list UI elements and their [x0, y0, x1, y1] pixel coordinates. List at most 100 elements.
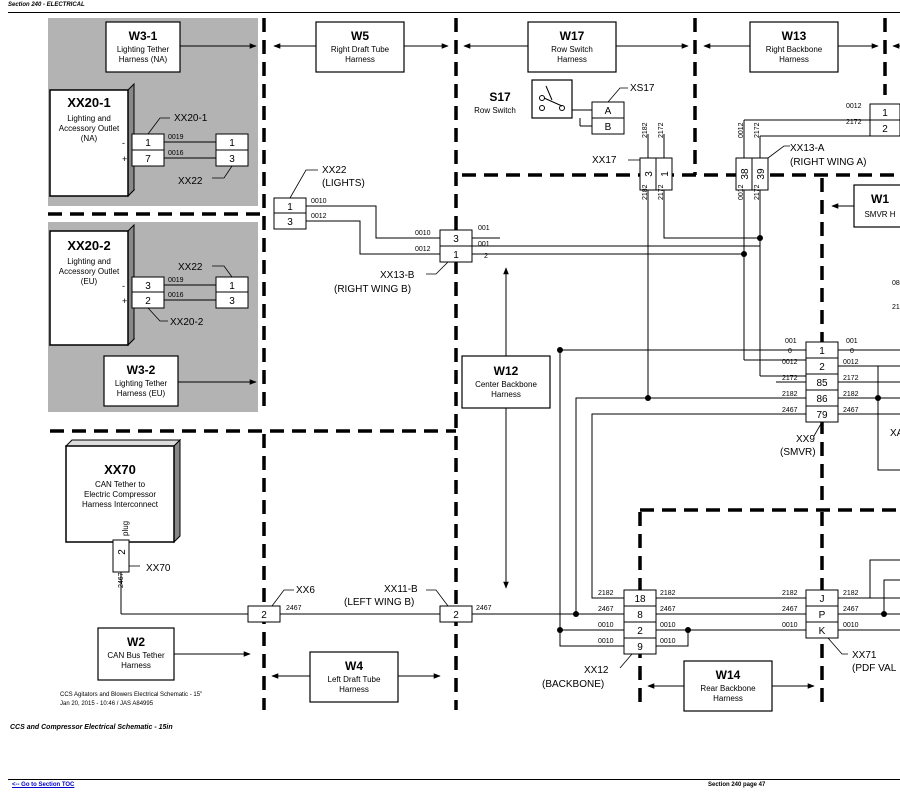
page-number: Section 240 page 47	[708, 782, 766, 788]
pin-label: 86	[816, 394, 828, 405]
w5-line1: Right Draft Tube	[331, 45, 390, 54]
wire-label: 0012	[738, 184, 745, 200]
junction-dots	[557, 235, 887, 633]
xx13b-label: XX13-B	[380, 270, 415, 281]
figure-caption: CCS and Compressor Electrical Schematic …	[10, 724, 173, 731]
xx12-sub: (BACKBONE)	[542, 679, 604, 690]
w3-2-box	[103, 355, 179, 407]
pin-label: 38	[740, 168, 751, 180]
wire-label: 2467	[782, 606, 798, 613]
wire-label: 2172	[658, 184, 665, 200]
w3-1-line1: Lighting Tether	[117, 45, 170, 54]
w2-id: W2	[127, 635, 145, 649]
xx20-1-connector-label: XX20-1	[174, 113, 208, 124]
w5-id: W5	[351, 29, 369, 43]
w12-box	[461, 355, 551, 409]
w4-id: W4	[345, 659, 363, 673]
wire-label: 0010	[782, 622, 798, 629]
xx6-label: XX6	[296, 585, 315, 596]
wire-label: 0	[788, 348, 792, 355]
s17-id: S17	[489, 90, 511, 104]
wire-label: 0010	[843, 622, 859, 629]
w17-line2: Harness	[557, 55, 587, 64]
wire-label: 2467	[118, 572, 125, 588]
w14-line1: Rear Backbone	[700, 684, 756, 693]
xx22-label-na: XX22	[178, 176, 203, 187]
w17-line1: Row Switch	[551, 45, 593, 54]
wire-label: 0012	[846, 103, 862, 110]
pin-label: 3	[145, 281, 151, 292]
w17-box	[527, 21, 617, 73]
w4-line2: Harness	[339, 685, 369, 694]
wire-label: 0016	[168, 150, 184, 157]
xx13a-label: XX13-A	[790, 143, 825, 154]
wire-label: 2467	[660, 606, 676, 613]
wire-label: 2182	[642, 122, 649, 138]
xx22-label-eu: XX22	[178, 262, 203, 273]
drawing-note-line1: CCS Agitators and Blowers Electrical Sch…	[60, 692, 202, 698]
pin-label: 18	[634, 594, 646, 605]
wire-label: 0019	[168, 134, 184, 141]
pin-label: 2	[117, 549, 128, 555]
wire-label: 0010	[415, 230, 431, 237]
pin-label: B	[605, 122, 612, 133]
pin-label: 79	[816, 410, 828, 421]
w1x-id: W1	[871, 192, 889, 206]
w2-box	[97, 627, 175, 681]
xx20-1-line3: (NA)	[81, 134, 98, 143]
wire-label: 2467	[843, 606, 859, 613]
w14-line2: Harness	[713, 694, 743, 703]
wire-label: 0010	[660, 638, 676, 645]
xx20-2-line2: Accessory Outlet	[59, 267, 120, 276]
w4-box	[309, 651, 399, 703]
wire-label: 0010	[598, 622, 614, 629]
wire-label: 2182	[642, 184, 649, 200]
wire-label: 2182	[782, 391, 798, 398]
xx20-2-line1: Lighting and	[67, 257, 111, 266]
minus-sign: -	[122, 281, 125, 291]
wire-label: 0	[850, 348, 854, 355]
xx12-label: XX12	[584, 665, 609, 676]
minus-sign: -	[122, 138, 125, 148]
go-to-toc-link[interactable]: <-- Go to Section TOC	[12, 782, 75, 788]
xx70-line3: Harness Interconnect	[82, 500, 159, 509]
wire-label: 2172	[754, 184, 761, 200]
wire-label: 001	[478, 241, 490, 248]
wire-label: 2172	[843, 375, 859, 382]
pin-label: 39	[756, 168, 767, 180]
pin-label: 8	[637, 610, 643, 621]
wire-label: 2182	[843, 391, 859, 398]
xx20-1-line1: Lighting and	[67, 114, 111, 123]
pin-label: 1	[229, 281, 235, 292]
xa-label: XA	[890, 428, 900, 439]
wire-label: 2467	[286, 605, 302, 612]
wire-label: 2182	[843, 590, 859, 597]
w17-id: W17	[560, 29, 585, 43]
xx13a-sub: (RIGHT WING A)	[790, 157, 866, 168]
pin-label: 9	[637, 642, 643, 653]
xx20-2-connector-label: XX20-2	[170, 317, 204, 328]
pin-label: 3	[453, 234, 459, 245]
pin-label: 3	[287, 217, 293, 228]
xx20-1-line2: Accessory Outlet	[59, 124, 120, 133]
s17-row-switch: S17 Row Switch	[474, 79, 573, 119]
connector-blocks	[112, 101, 900, 655]
w5-box	[315, 21, 405, 73]
w13-line2: Harness	[779, 55, 809, 64]
wire-label: 001	[478, 225, 490, 232]
wire-label: 0012	[415, 246, 431, 253]
wire-label: 2182	[782, 590, 798, 597]
pin-label: 2	[819, 362, 825, 373]
pin-label: A	[605, 106, 612, 117]
w13-box	[749, 21, 839, 73]
wire-label: 2467	[782, 407, 798, 414]
w2-line2: Harness	[121, 661, 151, 670]
w13-id: W13	[782, 29, 807, 43]
wire-label: 2172	[846, 119, 862, 126]
xx20-2-component: XX20-2 Lighting and Accessory Outlet (EU…	[48, 223, 136, 347]
wire-label: 0010	[311, 198, 327, 205]
xx70-id: XX70	[104, 462, 136, 477]
plus-sign: +	[122, 296, 127, 306]
wire-label: 0012	[311, 213, 327, 220]
section-header: Section 240 - ELECTRICAL	[8, 2, 85, 8]
